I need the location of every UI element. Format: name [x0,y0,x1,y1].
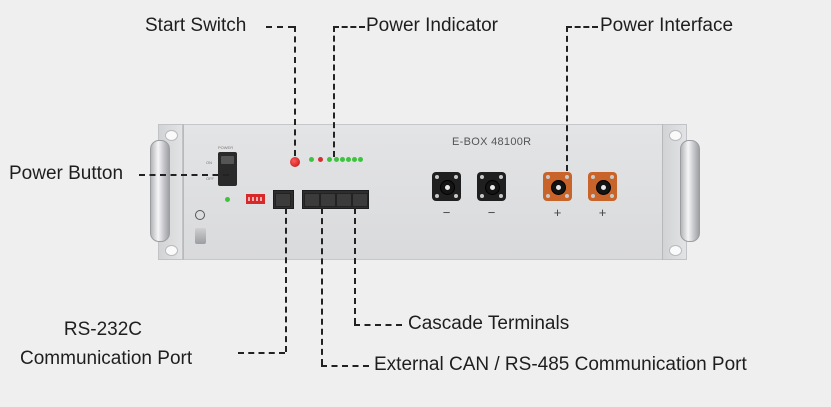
alarm-led [318,157,323,162]
callout-rs232-line1: RS-232C [63,319,142,340]
ear-divider [662,124,663,260]
mounting-hole [165,245,178,256]
soc-led [352,157,357,162]
positive-terminal[interactable] [588,172,617,201]
polarity-plus: + [553,205,562,220]
start-switch-button[interactable] [290,157,300,167]
callout-rs232-line2: Communication Port [20,348,193,369]
ground-bolt [195,228,206,244]
leader-line [321,208,323,365]
mounting-hole [669,245,682,256]
leader-line [566,26,598,28]
can-port[interactable] [304,193,320,207]
leader-line [266,26,294,28]
callout-power-indicator: Power Indicator [366,15,499,36]
run-led [309,157,314,162]
switch-off-label: OFF [206,176,214,181]
soc-led [334,157,339,162]
callout-external-can-rs485: External CAN / RS-485 Communication Port [374,354,747,375]
callout-power-button: Power Button [9,163,124,184]
ear-divider [183,124,184,260]
leader-line [354,324,402,326]
callout-power-interface: Power Interface [600,15,734,36]
negative-terminal[interactable] [432,172,461,201]
leader-line [333,26,335,157]
rj45-socket [275,193,291,207]
soc-led [346,157,351,162]
power-rocker-switch[interactable] [218,152,237,186]
polarity-minus: − [442,205,451,220]
rs232-port[interactable] [273,190,294,209]
mounting-hole [669,130,682,141]
leader-line [285,208,287,352]
callout-cascade-terminals: Cascade Terminals [408,313,570,334]
callout-start-switch: Start Switch [145,15,247,36]
leader-line [139,174,229,176]
leader-line [238,352,285,354]
negative-terminal[interactable] [477,172,506,201]
soc-led [340,157,345,162]
right-handle [680,140,700,242]
leader-line [333,26,365,28]
cascade-port-2[interactable] [352,193,368,207]
power-status-led [225,197,230,202]
leader-line [354,208,356,324]
ground-icon [195,210,205,220]
soc-led [358,157,363,162]
communication-port-block [302,190,369,209]
polarity-plus: + [598,205,607,220]
leader-line [294,26,296,156]
leader-line [321,365,369,367]
model-label: E-BOX 48100R [452,136,532,148]
address-dip-switch[interactable] [246,194,265,204]
soc-led [327,157,332,162]
rs485-port[interactable] [320,193,336,207]
cascade-port-1[interactable] [336,193,352,207]
switch-on-label: ON [206,160,212,165]
positive-terminal[interactable] [543,172,572,201]
left-handle [150,140,170,242]
rocker-face [221,156,234,164]
leader-line [566,26,568,171]
mounting-hole [165,130,178,141]
polarity-minus: − [487,205,496,220]
power-switch-label: POWER [218,145,234,150]
